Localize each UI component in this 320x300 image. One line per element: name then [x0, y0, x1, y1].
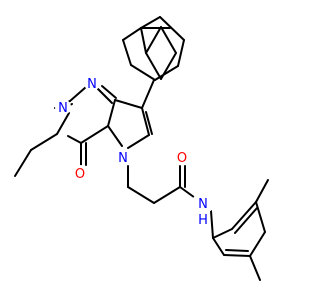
bond — [145, 52, 162, 80]
bond — [249, 255, 261, 281]
bond — [140, 27, 147, 54]
bond — [127, 134, 150, 149]
molecule-structure: N N N O O N H — [14, 16, 269, 281]
bond — [145, 111, 153, 135]
atom-n-pyrrole: N — [118, 151, 128, 166]
bond — [141, 79, 155, 109]
bond — [210, 210, 214, 239]
atom-n-top: N — [87, 77, 97, 92]
bond — [114, 99, 143, 109]
bond — [140, 16, 161, 29]
bond — [56, 112, 70, 135]
bond — [30, 133, 58, 151]
bond — [255, 179, 269, 203]
bond — [97, 88, 113, 104]
bond — [107, 125, 123, 147]
bond — [225, 249, 249, 252]
bond — [231, 201, 257, 230]
bond — [107, 99, 116, 127]
bond — [130, 64, 156, 81]
bond — [223, 254, 251, 257]
atom-o-ketone: O — [75, 167, 85, 182]
atom-n-ethyl: N — [58, 101, 68, 116]
bond — [69, 86, 87, 102]
bond — [234, 207, 258, 234]
bond — [101, 85, 117, 99]
bond — [154, 65, 179, 81]
bond — [122, 27, 142, 41]
atom-o-amide: O — [177, 151, 187, 166]
atom-h-amide: H — [198, 213, 208, 228]
bond — [212, 228, 233, 239]
bond — [145, 26, 162, 54]
bond — [255, 201, 266, 233]
bond — [14, 149, 32, 177]
bond — [159, 16, 185, 41]
bond — [212, 237, 225, 256]
bond — [67, 135, 82, 144]
label-backgrounds — [55, 75, 214, 214]
bond — [153, 186, 181, 204]
bond — [80, 125, 109, 144]
bond — [177, 39, 185, 67]
bond — [122, 39, 132, 66]
atom-labels: N N N O O N H — [58, 77, 208, 228]
bond — [249, 231, 266, 257]
bond — [127, 186, 155, 204]
bond — [160, 26, 177, 54]
atom-n-amide: N — [198, 197, 208, 212]
structure-drawing: N N N O O N H — [14, 16, 269, 281]
bond — [141, 107, 150, 136]
bonds — [14, 16, 269, 281]
